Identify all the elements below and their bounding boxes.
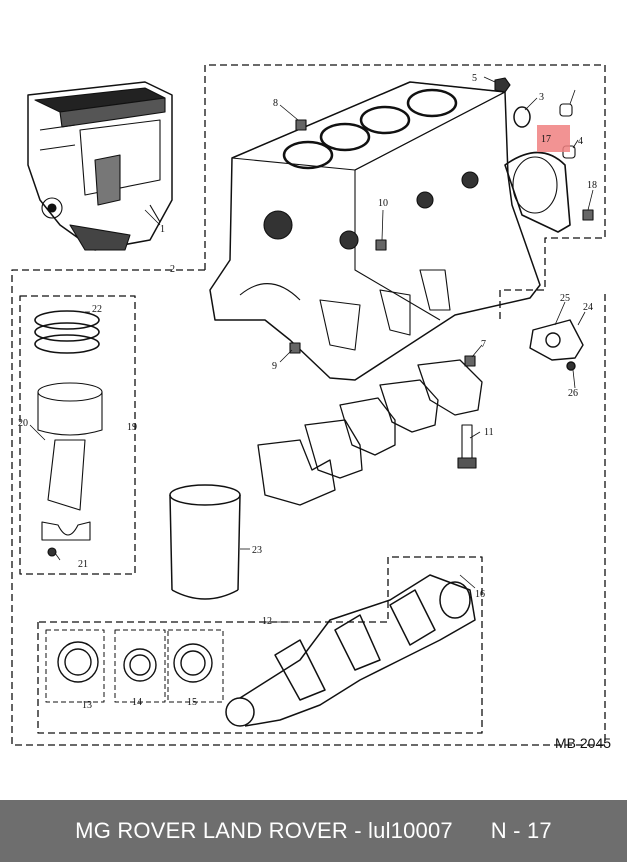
main-bearing-caps (257, 359, 483, 506)
highlight-box-17 (537, 125, 570, 152)
exploded-parts-diagram: 1 2 3 4 5 7 7 8 9 10 11 12 13 14 15 16 1… (11, 64, 611, 751)
callout-5: 5 (472, 73, 477, 84)
callout-26: 26 (568, 388, 578, 399)
footer-page: N - 17 (490, 818, 552, 843)
gasket-part (529, 319, 584, 371)
footer-brand-part: MG ROVER LAND ROVER - lul10007 (75, 818, 453, 843)
callout-20: 20 (18, 418, 28, 429)
callout-7a: 7 (481, 339, 486, 350)
callout-11: 11 (484, 427, 494, 438)
cylinder-block-part (209, 81, 541, 381)
rear-oil-seal-part (504, 151, 571, 233)
callout-19: 19 (127, 422, 137, 433)
callout-17: 17 (541, 134, 551, 145)
callout-24: 24 (583, 302, 593, 313)
callout-23: 23 (252, 545, 262, 556)
callout-3: 3 (539, 92, 544, 103)
callout-18: 18 (587, 180, 597, 191)
callout-22: 22 (92, 304, 102, 315)
footer-spacer (453, 818, 491, 844)
callout-10: 10 (378, 198, 388, 209)
bearing-shells (57, 641, 213, 683)
callout-1: 1 (160, 224, 165, 235)
callout-9: 9 (272, 361, 277, 372)
crankshaft-part (225, 574, 476, 727)
callout-8: 8 (273, 98, 278, 109)
engine-assembly-part (27, 81, 173, 251)
footer-bar: MG ROVER LAND ROVER - lul10007 N - 17 (0, 800, 627, 862)
callout-13: 13 (82, 700, 92, 711)
callout-15: 15 (187, 697, 197, 708)
callout-labels: 1 2 3 4 5 7 7 8 9 10 11 12 13 14 15 16 1… (18, 73, 611, 751)
diagram-code: MB 2045 (555, 735, 611, 751)
dashed-boundaries (11, 64, 606, 746)
dashed-subgroups (45, 629, 224, 703)
callout-12: 12 (262, 616, 272, 627)
callout-25: 25 (560, 293, 570, 304)
callout-21: 21 (78, 559, 88, 570)
piston-assembly-part (34, 310, 103, 557)
fittings (289, 77, 594, 469)
callout-16: 16 (475, 589, 485, 600)
cylinder-liner-part (169, 484, 241, 600)
callout-2: 2 (170, 264, 175, 275)
callout-14: 14 (132, 697, 142, 708)
leader-lines (29, 76, 594, 623)
callout-4: 4 (578, 136, 583, 147)
